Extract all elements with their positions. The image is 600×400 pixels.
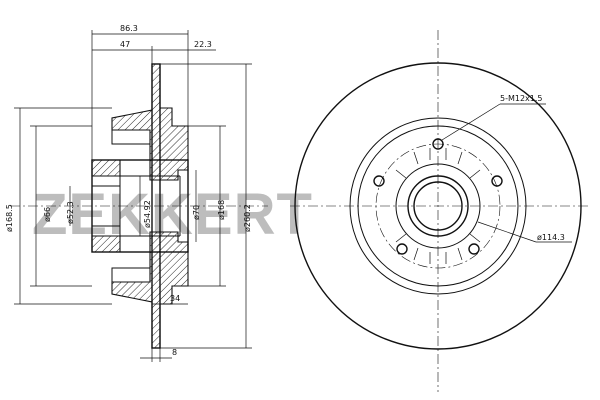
bolt-leader — [441, 103, 501, 141]
bolt-callout: 5-M12x1.5 — [500, 94, 543, 103]
dim-offset: 22.3 — [194, 40, 212, 49]
dim-total-width: 86.3 — [120, 24, 138, 33]
side-view: 86.3 47 22.3 34 8 ø168.5 ø66 ø52.3 ø54.9… — [5, 24, 268, 362]
disc-plate — [151, 63, 161, 349]
hub-boss — [395, 163, 481, 249]
section-upper — [91, 63, 189, 181]
bolt-hole-4 — [396, 243, 408, 255]
dim-disc-thickness: 8 — [172, 348, 177, 357]
bolt-hole-5 — [373, 175, 385, 187]
dim-d1: ø168.5 — [5, 204, 14, 232]
front-view: 5-M12x1.5 ø114.3 — [290, 30, 590, 392]
center-bore-outer — [407, 175, 469, 237]
pcd-leader — [477, 221, 537, 243]
dim-d4: ø54.92 — [143, 200, 152, 228]
section-lower — [91, 231, 189, 349]
bolt-hole-bottom — [111, 267, 151, 283]
dim-d6: ø168 — [217, 200, 226, 220]
bolt-holes — [373, 138, 503, 255]
bolt-hole-3 — [468, 243, 480, 255]
friction-ring-inner — [349, 117, 527, 295]
hub-ribs — [395, 148, 481, 264]
pcd-circle — [375, 143, 501, 269]
center-bore — [413, 181, 463, 231]
dim-hub-width: 47 — [120, 40, 130, 49]
hub-hat — [357, 125, 519, 287]
disc-outer-edge — [294, 62, 582, 350]
dim-flange: 34 — [170, 294, 180, 303]
dim-d5: ø70 — [192, 205, 201, 220]
dim-d7: ø260.2 — [243, 204, 252, 232]
dim-d2: ø66 — [43, 207, 52, 222]
pcd-callout: ø114.3 — [537, 233, 565, 242]
dim-d3: ø52.3 — [66, 201, 75, 224]
hub-body — [91, 159, 189, 253]
bolt-hole-1 — [432, 138, 444, 150]
bolt-hole-top — [111, 129, 151, 145]
bolt-hole-2 — [491, 175, 503, 187]
